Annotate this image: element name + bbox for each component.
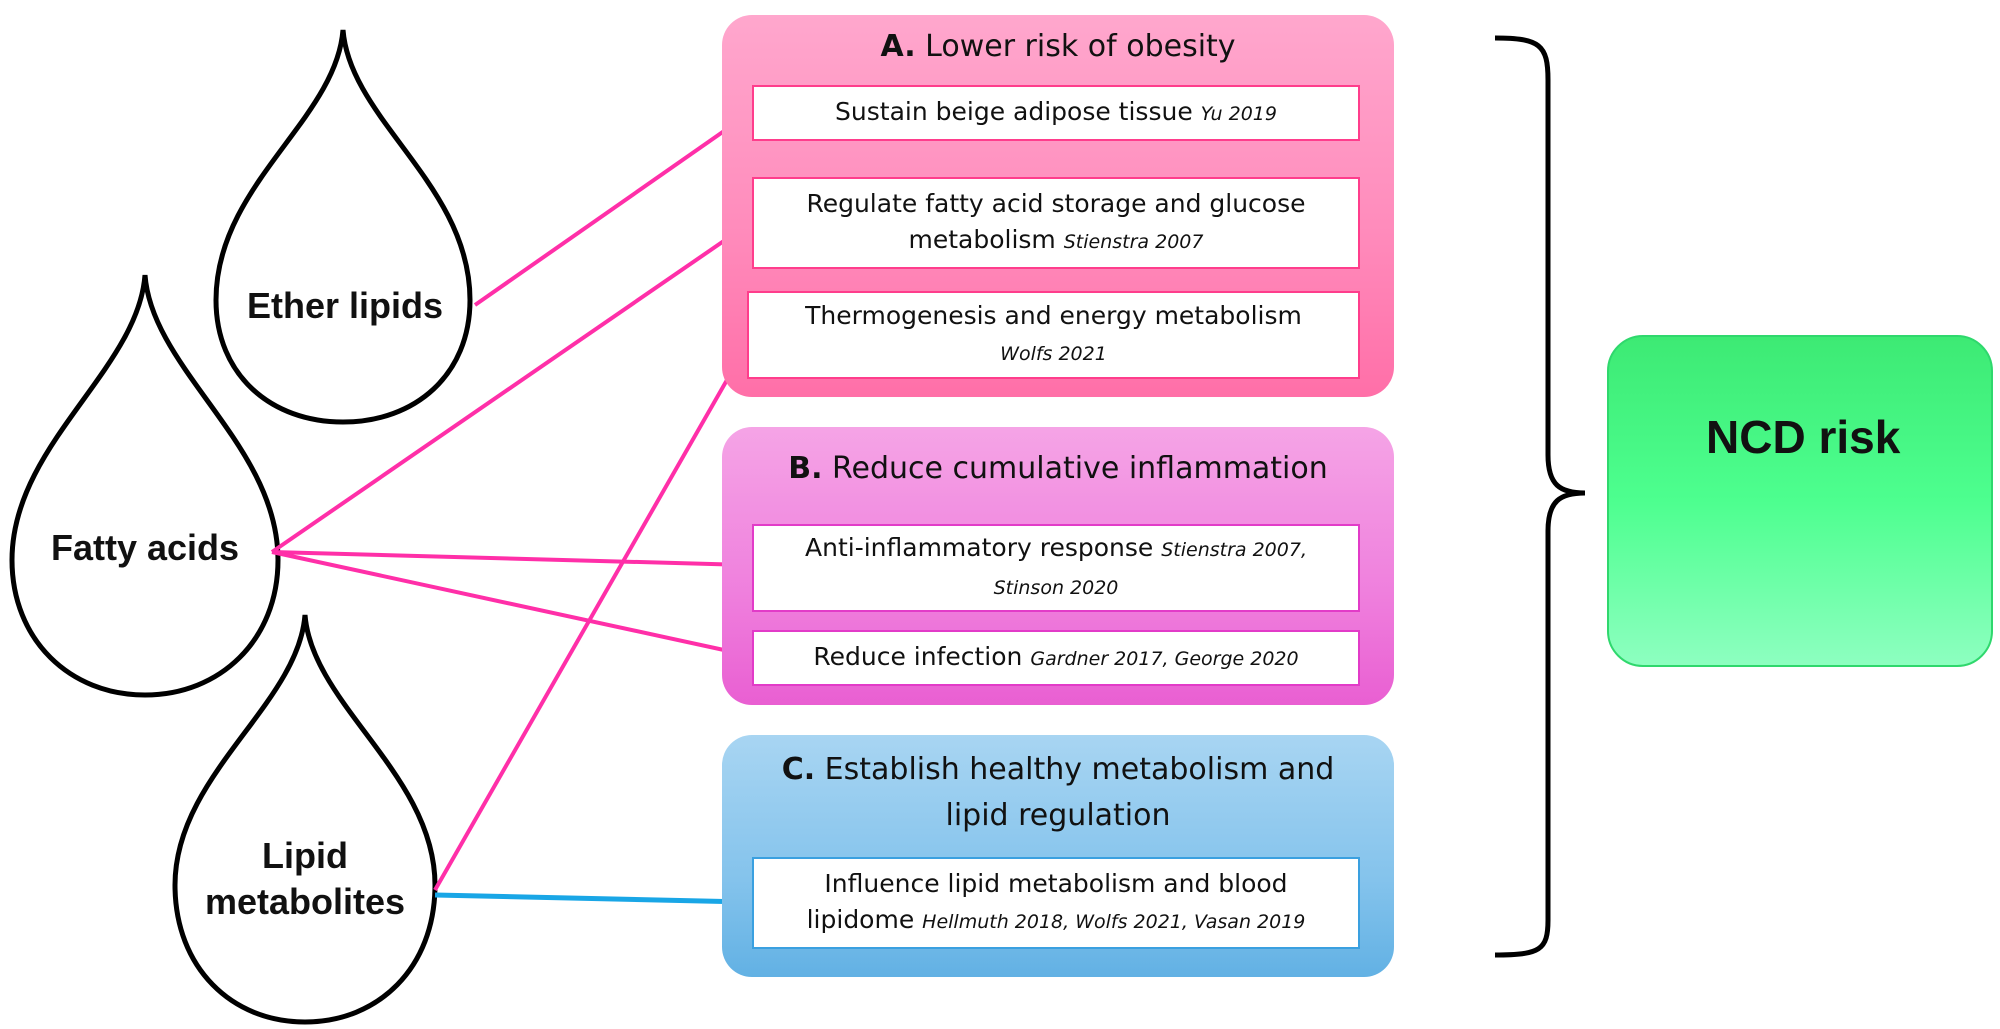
panel-c-title-text: lipid regulation <box>945 798 1171 833</box>
lipid-metabolites-line2: metabolites <box>204 881 406 922</box>
item-text: lipidome <box>806 905 915 934</box>
lipid-metabolites-line1: Lipid <box>262 835 348 876</box>
item-reference: Stinson 2020 <box>993 577 1119 599</box>
fatty-acids-label: Fatty acids <box>50 527 240 568</box>
item-thermogenesis: Thermogenesis and energy metabolism Wolf… <box>747 291 1360 379</box>
panel-inflammation: B. Reduce cumulative inflammation Anti-i… <box>722 427 1394 705</box>
item-reference: Stienstra 2007 <box>1063 231 1204 253</box>
item-reference: Gardner 2017, George 2020 <box>1030 648 1299 670</box>
item-fatty-acid-storage: Regulate fatty acid storage and glucose … <box>752 177 1360 269</box>
panel-c-title-text: Establish healthy metabolism and <box>824 752 1335 787</box>
item-reduce-infection: Reduce infection Gardner 2017, George 20… <box>752 630 1360 686</box>
arrow-fatty-to-infection <box>271 550 749 661</box>
ncd-risk-label: NCD risk <box>1706 411 1901 463</box>
item-reference: Hellmuth 2018, Wolfs 2021, Vasan 2019 <box>922 911 1306 933</box>
panel-c-letter: C. <box>781 752 816 787</box>
panel-b-title-text: Reduce cumulative inflammation <box>832 451 1328 486</box>
lipid-metabolites-droplet <box>172 614 438 1025</box>
panel-c-title: C. Establish healthy metabolism and lipi… <box>722 747 1394 839</box>
lipid-metabolites-label: Lipid metabolites <box>175 833 435 925</box>
arrow-metabolites-to-lipidome <box>434 888 750 914</box>
panel-b-letter: B. <box>788 451 823 486</box>
item-text: metabolism <box>908 225 1056 254</box>
fatty-acids-droplet <box>9 274 281 698</box>
panel-obesity: A. Lower risk of obesity Sustain beige a… <box>722 15 1394 397</box>
item-lipidome: Influence lipid metabolism and blood lip… <box>752 857 1360 949</box>
panel-a-letter: A. <box>880 29 916 64</box>
item-text: Thermogenesis and energy metabolism <box>805 301 1302 330</box>
item-text: Influence lipid metabolism and blood <box>824 869 1288 898</box>
item-reference: Stienstra 2007, <box>1161 539 1307 561</box>
grouping-brace <box>1494 35 1586 958</box>
ether-lipids-label: Ether lipids <box>246 285 444 326</box>
panel-metabolism: C. Establish healthy metabolism and lipi… <box>722 735 1394 977</box>
item-text: Sustain beige adipose tissue <box>835 97 1193 126</box>
item-anti-inflammatory: Anti-inflammatory response Stienstra 200… <box>752 524 1360 612</box>
ether-lipids-droplet <box>213 29 473 425</box>
panel-b-title: B. Reduce cumulative inflammation <box>722 451 1394 486</box>
arrow-metabolites-to-thermogenesis <box>433 343 749 891</box>
item-text: Anti-inflammatory response <box>805 533 1154 562</box>
item-reference: Yu 2019 <box>1200 103 1277 125</box>
arrow-fatty-to-antiinflammatory <box>271 550 749 575</box>
panel-a-title: A. Lower risk of obesity <box>722 29 1394 64</box>
item-beige-adipose: Sustain beige adipose tissue Yu 2019 <box>752 85 1360 141</box>
item-reference: Wolfs 2021 <box>1000 343 1107 365</box>
arrow-fatty-to-storage <box>270 223 749 554</box>
item-text: Reduce infection <box>813 642 1023 671</box>
ncd-risk-box <box>1607 335 1993 667</box>
panel-a-title-text: Lower risk of obesity <box>925 29 1236 64</box>
item-text: Regulate fatty acid storage and glucose <box>806 189 1306 218</box>
arrow-ether-to-beige <box>473 113 749 307</box>
